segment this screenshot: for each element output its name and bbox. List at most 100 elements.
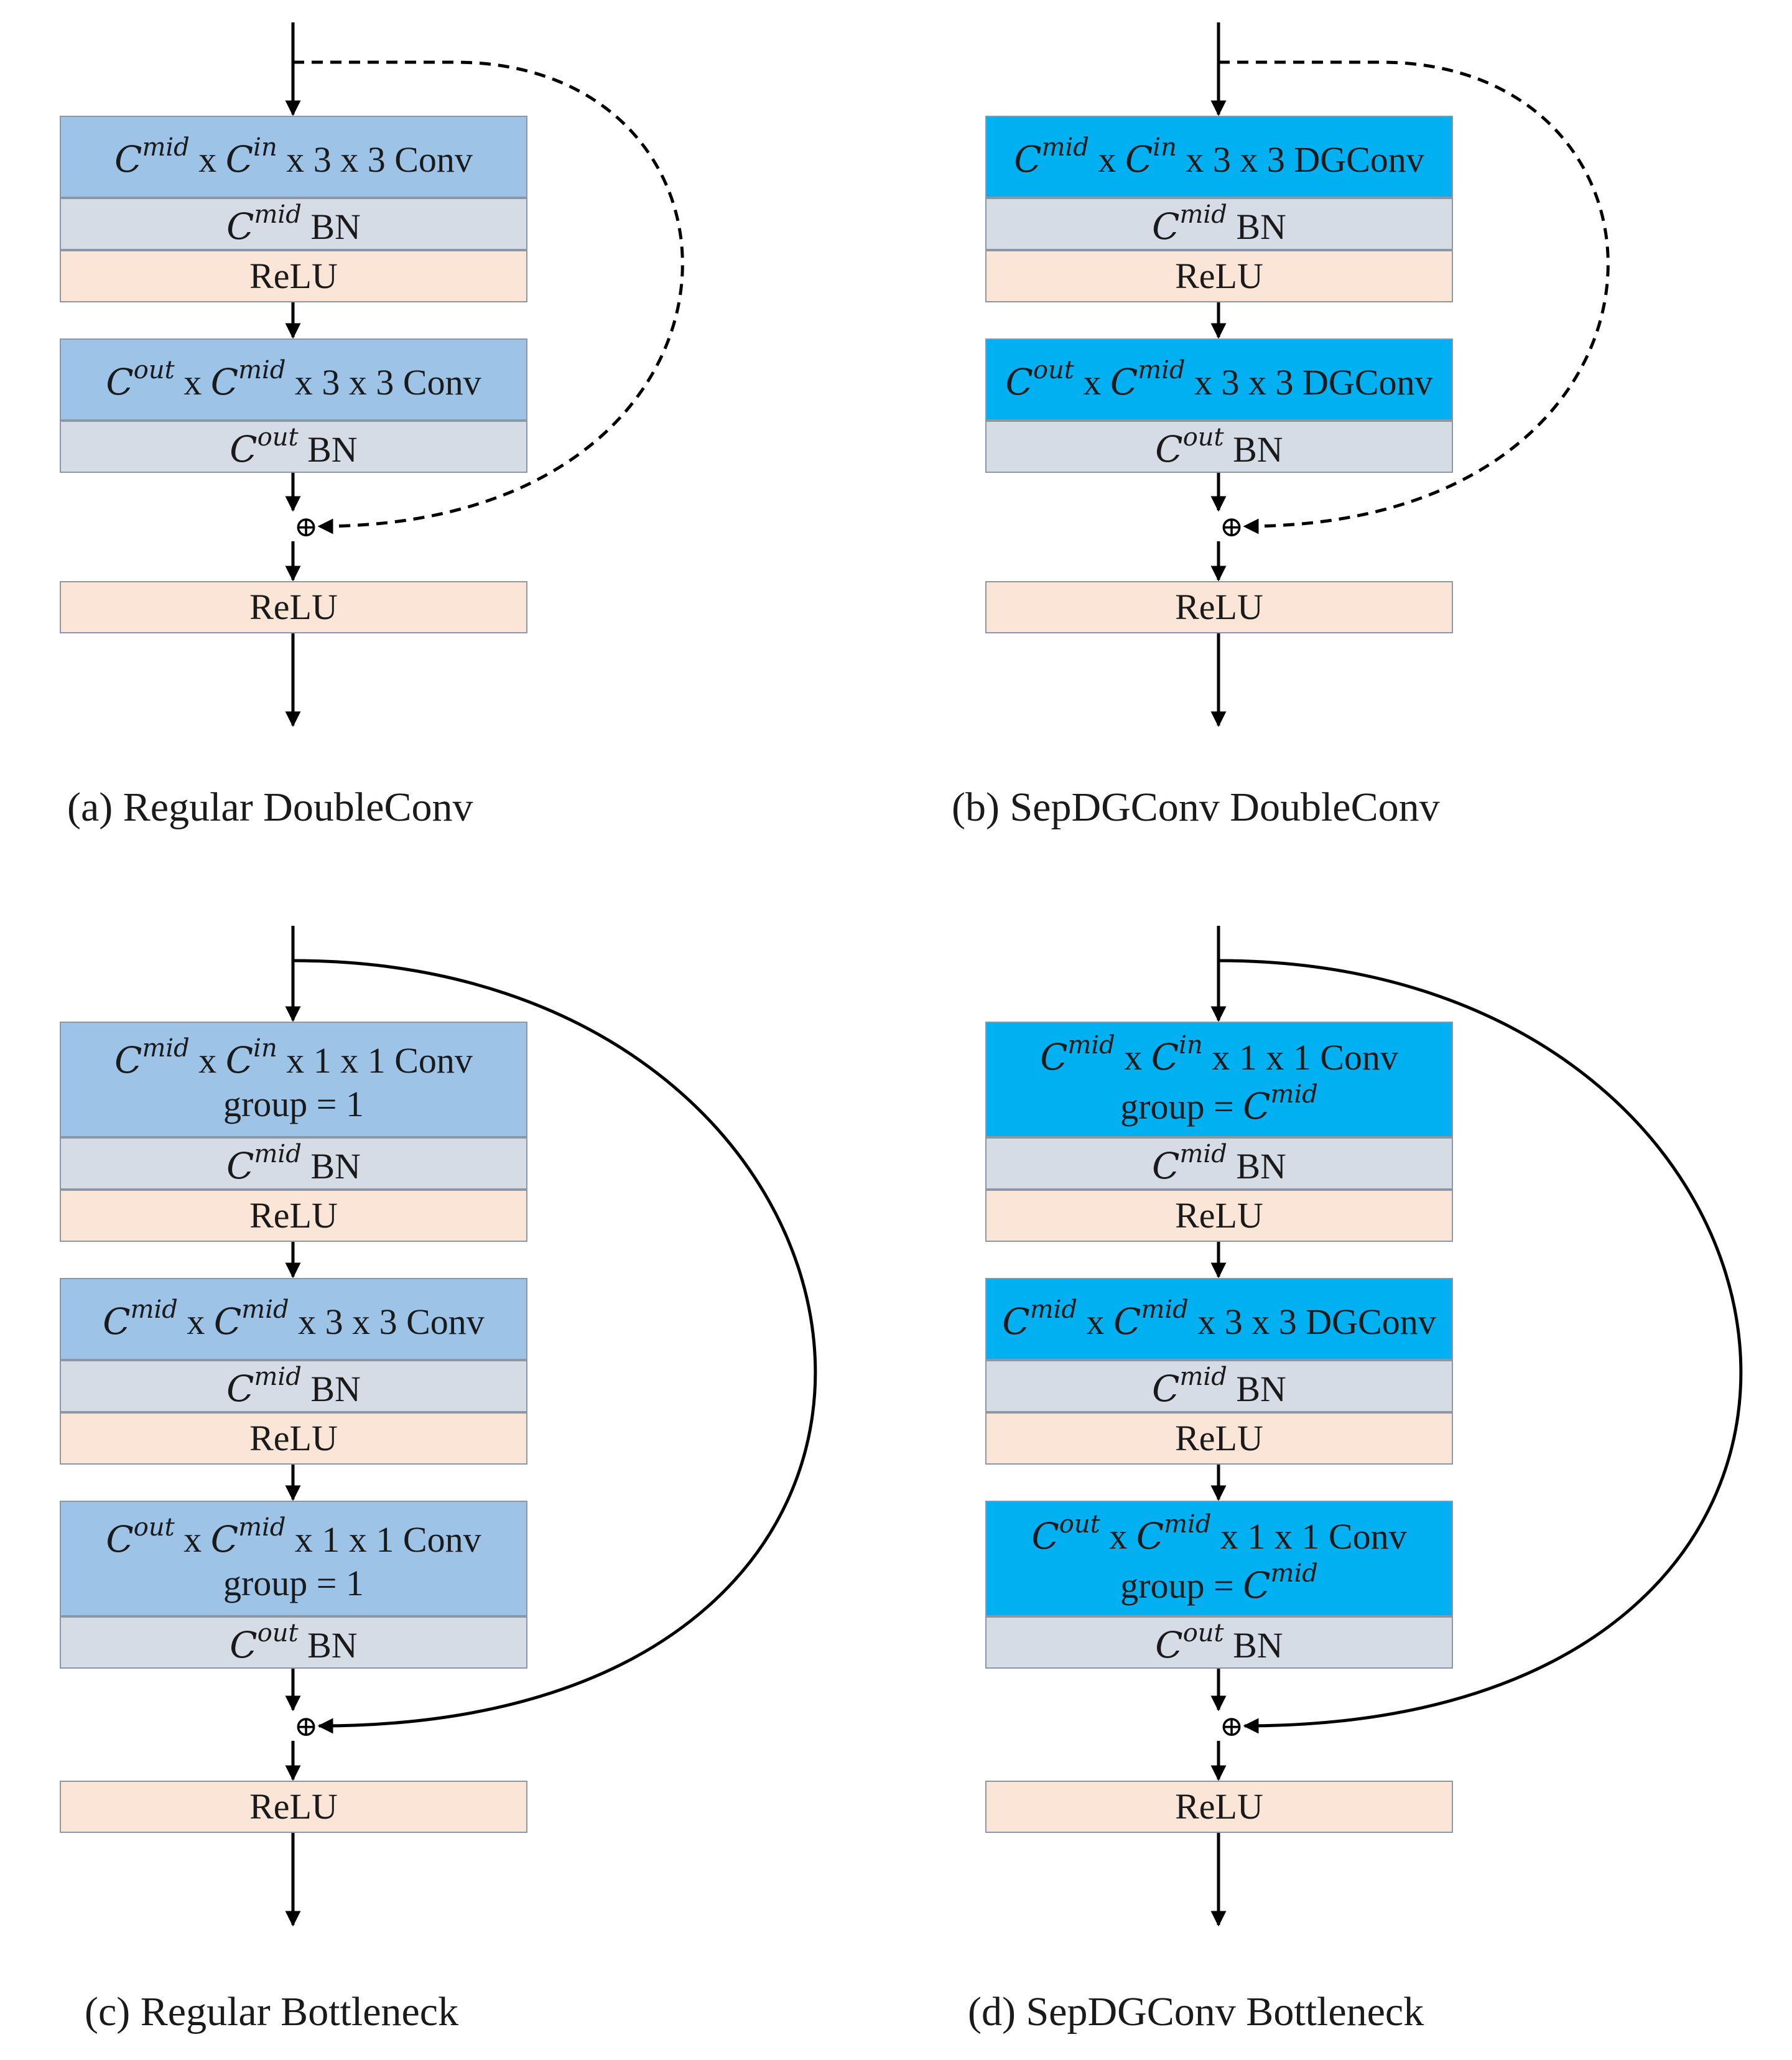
channel-superscript: mid <box>142 1033 190 1063</box>
channel-symbol: C <box>1113 1300 1141 1343</box>
bn-block: Cout BN <box>985 1616 1453 1669</box>
block-label: Cmid x Cin x 1 x 1 Conv <box>1040 1030 1398 1079</box>
dgconv-block: Cout x Cmid x 3 x 3 DGConv <box>985 338 1453 421</box>
label-text: ReLU <box>1175 1195 1263 1236</box>
bn-block: Cmid BN <box>60 198 527 250</box>
block-label: ReLU <box>1175 1417 1263 1460</box>
bn-block: Cmid BN <box>60 1137 527 1190</box>
block-label: ReLU <box>1175 1194 1263 1237</box>
label-text: x 3 x 3 Conv <box>289 1301 485 1342</box>
channel-superscript: out <box>257 1618 299 1648</box>
block-label: Cmid x Cin x 3 x 3 Conv <box>114 133 473 182</box>
block-label: Cout BN <box>230 422 357 472</box>
channel-superscript: mid <box>1138 355 1186 385</box>
label-text: BN <box>1227 206 1286 247</box>
channel-symbol: C <box>210 1517 239 1560</box>
label-text: BN <box>298 429 358 470</box>
channel-symbol: C <box>106 1517 134 1560</box>
add-operator: ⊕ <box>294 1709 318 1743</box>
skip-connection <box>1218 959 1743 1734</box>
label-text: x <box>174 1519 211 1560</box>
add-operator: ⊕ <box>1219 510 1244 543</box>
label-text: x <box>189 1040 226 1081</box>
label-text: ReLU <box>1175 1418 1263 1459</box>
add-operator: ⊕ <box>1219 1709 1244 1743</box>
label-text: BN <box>1223 429 1283 470</box>
relu-block: ReLU <box>60 581 527 633</box>
channel-superscript: mid <box>1029 1295 1078 1324</box>
channel-symbol: C <box>1005 360 1033 403</box>
channel-symbol: C <box>1155 427 1183 470</box>
block-label: Cout x Cmid x 3 x 3 Conv <box>106 355 481 404</box>
label-text: group = 1 <box>223 1562 364 1603</box>
label-text: x <box>189 139 226 180</box>
channel-superscript: mid <box>254 200 302 229</box>
conv-block: Cout x Cmid x 3 x 3 Conv <box>60 338 527 421</box>
block-label: Cout BN <box>1155 422 1283 472</box>
block-label: ReLU <box>249 1194 338 1237</box>
conv-block: Cmid x Cmid x 3 x 3 Conv <box>60 1278 527 1360</box>
label-text: x 3 x 3 DGConv <box>1188 1301 1436 1342</box>
label-text: ReLU <box>1175 1786 1263 1827</box>
channel-symbol: C <box>210 360 239 403</box>
block-label: group = 1 <box>223 1083 364 1126</box>
panel-caption: (b) SepDGConv DoubleConv <box>952 785 1440 830</box>
skip-connection <box>292 959 817 1734</box>
channel-superscript: mid <box>142 133 190 162</box>
channel-superscript: mid <box>238 355 286 385</box>
channel-superscript: in <box>253 1033 277 1063</box>
channel-superscript: mid <box>1041 133 1089 162</box>
label-text: ReLU <box>249 256 338 297</box>
channel-superscript: out <box>1033 355 1074 385</box>
label-text: x <box>174 361 211 403</box>
conv-block: Cmid x Cin x 3 x 3 Conv <box>60 116 527 198</box>
channel-symbol: C <box>1155 1623 1183 1666</box>
channel-superscript: out <box>1182 1618 1224 1648</box>
channel-symbol: C <box>1031 1515 1059 1558</box>
relu-block: ReLU <box>60 1190 527 1242</box>
panel-caption: (c) Regular Bottleneck <box>85 1989 459 2034</box>
channel-symbol: C <box>114 137 142 180</box>
channel-symbol: C <box>1151 1036 1179 1079</box>
channel-superscript: mid <box>1179 1362 1227 1391</box>
relu-block: ReLU <box>60 250 527 302</box>
label-text: group = <box>1120 1565 1243 1606</box>
block-label: Cout BN <box>230 1618 357 1667</box>
label-text: x <box>1074 361 1110 403</box>
channel-symbol: C <box>1243 1085 1271 1127</box>
label-text: group = 1 <box>223 1083 364 1124</box>
label-text: x <box>1115 1037 1151 1078</box>
channel-superscript: out <box>133 355 175 385</box>
label-text: BN <box>301 1368 361 1409</box>
label-text: ReLU <box>249 1786 338 1827</box>
channel-symbol: C <box>1152 1367 1180 1410</box>
block-label: Cmid x Cmid x 3 x 3 DGConv <box>1002 1295 1436 1344</box>
channel-superscript: mid <box>254 1139 302 1168</box>
block-label: Cmid BN <box>226 1362 361 1411</box>
channel-symbol: C <box>106 360 134 403</box>
label-text: BN <box>1227 1145 1286 1186</box>
channel-symbol: C <box>1125 137 1153 180</box>
block-label: group = Cmid <box>1120 1559 1318 1608</box>
channel-symbol: C <box>1002 1300 1030 1343</box>
bn-block: Cmid BN <box>985 198 1453 250</box>
channel-superscript: mid <box>1067 1031 1115 1060</box>
label-text: BN <box>1227 1368 1286 1409</box>
channel-superscript: in <box>1153 133 1177 162</box>
panel-caption: (a) Regular DoubleConv <box>67 785 473 830</box>
label-text: BN <box>301 1145 361 1186</box>
channel-superscript: mid <box>130 1295 178 1324</box>
channel-symbol: C <box>225 1038 254 1081</box>
relu-block: ReLU <box>60 1412 527 1465</box>
channel-superscript: out <box>133 1512 175 1542</box>
label-text: x 1 x 1 Conv <box>277 1040 473 1081</box>
bn-block: Cout BN <box>60 1616 527 1669</box>
label-text: ReLU <box>1175 587 1263 628</box>
skip-connection <box>293 60 684 534</box>
